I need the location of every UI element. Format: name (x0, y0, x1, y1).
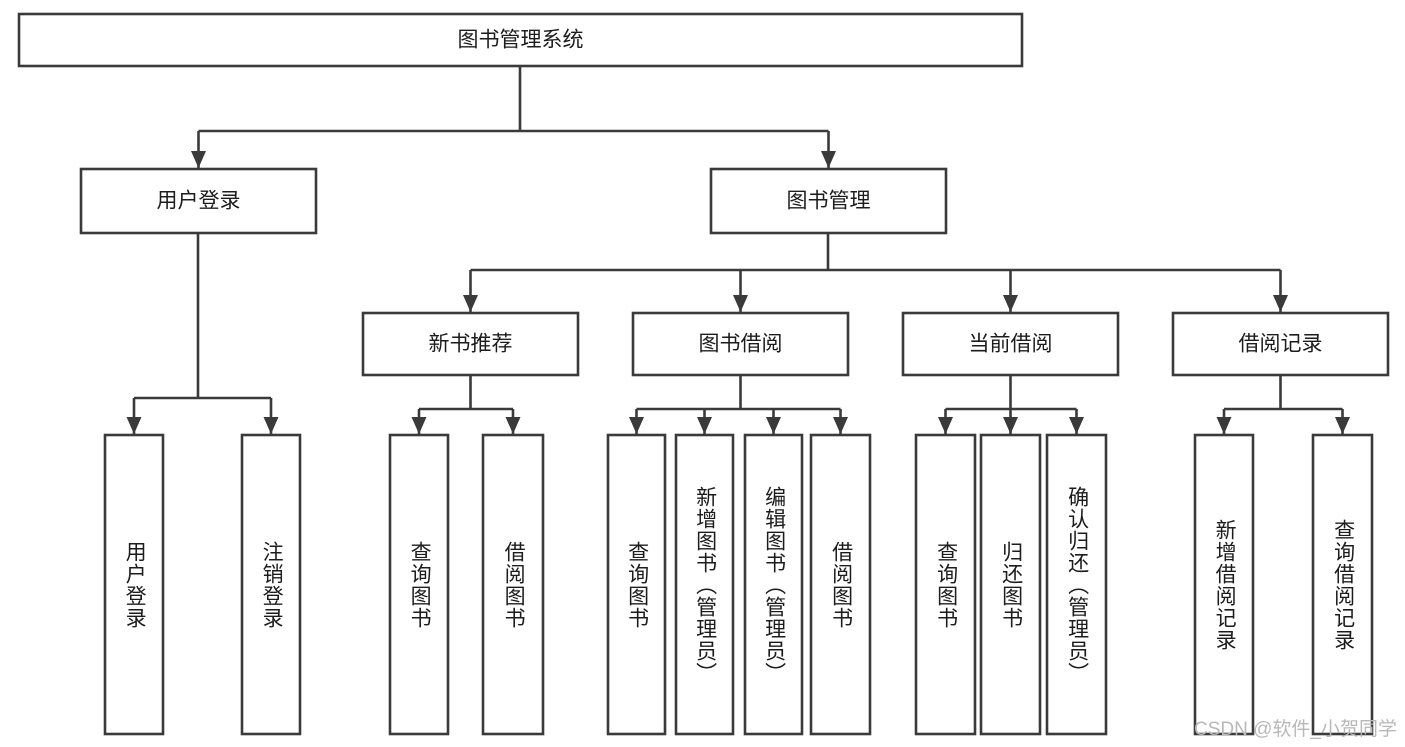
leaf-node-label-确认归还管理员: 确认归还（管理员） (1065, 485, 1089, 684)
level2-node-box-当前借阅[interactable] (901, 311, 1120, 377)
leaf-node-box-确认归还管理员[interactable] (1045, 433, 1108, 736)
arrow-head-icon (833, 417, 848, 434)
arrow-head-icon (938, 417, 953, 434)
leaf-node-label-新增借阅记录: 新增借阅记录 (1213, 518, 1237, 651)
leaf-node-label-注销登录: 注销登录 (260, 540, 284, 629)
leaf-node-box-查询图书[interactable] (914, 433, 977, 736)
leaf-node-label-查询图书: 查询图书 (625, 540, 649, 629)
leaf-node-box-查询图书[interactable] (388, 433, 450, 736)
arrow-head-icon (1003, 417, 1018, 434)
level2-node-label-借阅记录: 借阅记录 (1239, 333, 1323, 356)
arrow-head-icon (191, 151, 206, 168)
leaf-node-box-新增借阅记录[interactable] (1193, 433, 1255, 736)
leaf-node-box-用户登录[interactable] (103, 433, 165, 736)
level1-node-label-用户登录: 用户登录 (157, 190, 241, 213)
level2-node-box-新书推荐[interactable] (361, 311, 580, 377)
arrow-head-icon (821, 151, 836, 168)
level2-node-label-新书推荐: 新书推荐 (429, 333, 513, 356)
leaf-node-box-借阅图书[interactable] (809, 433, 872, 736)
leaf-node-box-查询图书[interactable] (606, 433, 667, 736)
leaf-node-label-归还图书: 归还图书 (999, 540, 1023, 629)
leaf-node-label-借阅图书: 借阅图书 (502, 540, 526, 629)
arrow-head-icon (263, 417, 279, 434)
arrow-head-icon (1273, 295, 1288, 312)
leaf-node-box-新增图书管理员[interactable] (674, 433, 735, 736)
arrow-head-icon (629, 417, 644, 434)
level1-node-box-图书管理[interactable] (709, 167, 948, 235)
arrow-head-icon (1003, 295, 1018, 312)
root-node-box[interactable] (17, 12, 1024, 68)
leaf-node-label-借阅图书: 借阅图书 (829, 540, 853, 629)
node-boxes (17, 12, 1390, 736)
leaf-node-label-新增图书管理员: 新增图书（管理员） (693, 485, 717, 684)
leaf-node-label-用户登录: 用户登录 (123, 540, 147, 629)
leaf-node-label-查询图书: 查询图书 (408, 540, 432, 629)
arrow-head-icon (733, 295, 748, 312)
level2-node-label-图书借阅: 图书借阅 (699, 333, 783, 356)
arrow-head-icon (505, 417, 521, 434)
level2-node-box-图书借阅[interactable] (631, 311, 850, 377)
leaf-node-box-注销登录[interactable] (240, 433, 302, 736)
arrow-head-icon (1069, 417, 1084, 434)
arrow-head-icon (1216, 417, 1232, 434)
leaf-node-label-编辑图书管理员: 编辑图书（管理员） (762, 485, 786, 684)
root-node-label: 图书管理系统 (458, 29, 584, 52)
arrow-head-icon (126, 417, 142, 434)
arrow-head-icon (1335, 417, 1350, 434)
leaf-node-box-归还图书[interactable] (979, 433, 1042, 736)
arrow-head-icon (411, 417, 427, 434)
level2-node-label-当前借阅: 当前借阅 (969, 333, 1053, 356)
leaf-node-box-查询借阅记录[interactable] (1311, 433, 1374, 736)
arrow-head-icon (463, 295, 478, 312)
level1-node-box-用户登录[interactable] (79, 167, 318, 235)
leaf-node-label-查询图书: 查询图书 (934, 540, 958, 629)
leaf-node-label-查询借阅记录: 查询借阅记录 (1331, 518, 1355, 651)
level1-node-label-图书管理: 图书管理 (787, 190, 871, 213)
leaf-node-box-编辑图书管理员[interactable] (743, 433, 804, 736)
connector-lines (126, 66, 1350, 434)
arrow-head-icon (766, 417, 781, 434)
leaf-node-box-借阅图书[interactable] (481, 433, 545, 736)
watermark-text: CSDN @软件_小贺同学 (1194, 719, 1397, 740)
level2-node-box-借阅记录[interactable] (1171, 311, 1390, 377)
arrow-head-icon (697, 417, 712, 434)
